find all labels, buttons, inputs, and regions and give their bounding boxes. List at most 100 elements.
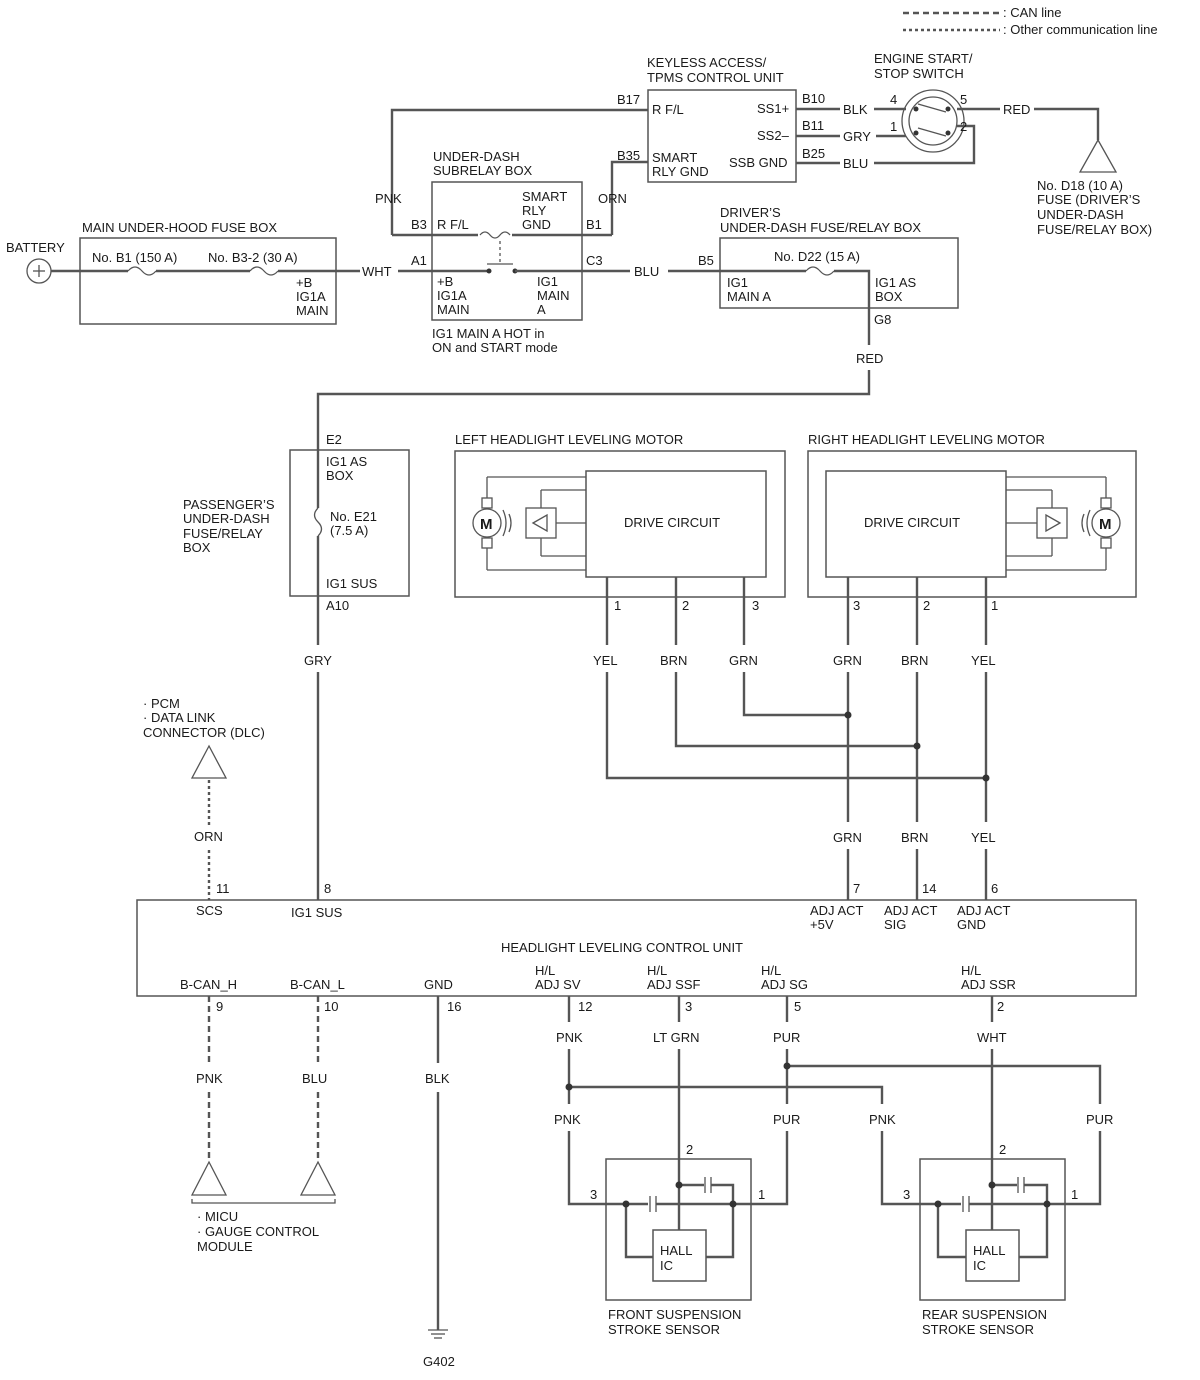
subrelay-in-b: +B [437, 274, 453, 289]
fuse-e21-label-1: No. E21 [330, 509, 377, 524]
left-motor-m: M [480, 516, 493, 533]
pin-a1: A1 [411, 253, 427, 268]
svg-text:BOX: BOX [183, 540, 211, 555]
cu-pin-5: 5 [794, 999, 801, 1014]
pin-b5: B5 [698, 253, 714, 268]
wire-pnk-label-top: PNK [375, 191, 402, 206]
front-sensor-pin-1: 1 [758, 1187, 765, 1202]
svg-text:PASSENGER’S: PASSENGER’S [183, 497, 275, 512]
micu-connector-icon-2 [299, 1160, 337, 1196]
switch-pin-4: 4 [890, 92, 897, 107]
micu-gauge-module-label: · MICU · GAUGE CONTROL MODULE [197, 1209, 319, 1254]
svg-text:UNDER-DASH: UNDER-DASH [183, 511, 270, 526]
subrelay-in-main: MAIN [437, 302, 470, 317]
pin-g8: G8 [874, 312, 891, 327]
svg-text:· PCM: · PCM [143, 696, 180, 711]
subrelay-smart-3: GND [522, 217, 551, 232]
cu-hl-ssr: H/L [961, 963, 981, 978]
legend-can-line: : CAN line [1003, 5, 1062, 20]
cu-pin-8: 8 [324, 881, 331, 896]
wire-brn-left: BRN [660, 653, 687, 668]
rear-hall-1: HALL [973, 1243, 1006, 1258]
keyless-ss2: SS2– [757, 128, 790, 143]
svg-text:· MICU: · MICU [197, 1209, 238, 1224]
keyless-rfl: R F/L [652, 102, 684, 117]
cu-adjssr: ADJ SSR [961, 977, 1016, 992]
start-switch-title-2: STOP SWITCH [874, 66, 964, 81]
front-hall-2: IC [660, 1258, 673, 1273]
right-motor-pin-3: 3 [853, 598, 860, 613]
wire-orn-label-top: ORN [598, 191, 627, 206]
svg-text:FUSE/RELAY BOX): FUSE/RELAY BOX) [1037, 222, 1152, 237]
passengers-under-dash-fuse-relay-box: PASSENGER’S UNDER-DASH FUSE/RELAY BOX E2… [183, 432, 410, 613]
left-motor-icon [472, 508, 502, 538]
front-sensor-pin-2: 2 [686, 1142, 693, 1157]
subrelay-title-2: SUBRELAY BOX [433, 163, 533, 178]
rear-hall-2: IC [973, 1258, 986, 1273]
wire-blu-can: BLU [302, 1071, 327, 1086]
wire-blu-label-top: BLU [843, 156, 868, 171]
cu-adj3-a: ADJ ACT [957, 903, 1011, 918]
ground-icon [428, 1329, 448, 1339]
cu-hl-sv: H/L [535, 963, 555, 978]
keyless-ssb: SSB GND [729, 155, 788, 170]
left-motor-title: LEFT HEADLIGHT LEVELING MOTOR [455, 432, 683, 447]
wire-pur-rear: PUR [1086, 1112, 1113, 1127]
wire-pur-sg: PUR [773, 1030, 800, 1045]
fuse-b1-label: No. B1 (150 A) [92, 250, 177, 265]
svg-text:UNDER-DASH: UNDER-DASH [1037, 207, 1124, 222]
wire-brn-right: BRN [901, 653, 928, 668]
wire-wht-label: WHT [362, 264, 392, 279]
fuse-b3-2-icon [249, 266, 279, 276]
switch-pin-5: 5 [960, 92, 967, 107]
under-dash-subrelay-box: UNDER-DASH SUBRELAY BOX R F/L SMART RLY … [411, 149, 603, 355]
relay-icon [392, 231, 630, 274]
headlight-leveling-control-unit: HEADLIGHT LEVELING CONTROL UNIT 11 8 7 1… [136, 881, 1137, 1014]
main-under-hood-fuse-box: MAIN UNDER-HOOD FUSE BOX No. B1 (150 A) … [79, 220, 337, 325]
cu-adj1-a: ADJ ACT [810, 903, 864, 918]
driver-box-box: BOX [875, 289, 903, 304]
pin-b17: B17 [617, 92, 640, 107]
subrelay-note-2: ON and START mode [432, 340, 558, 355]
fuse-d18-label: No. D18 (10 A) FUSE (DRIVER’S UNDER-DASH… [1037, 178, 1152, 237]
micu-connector-icon-1 [190, 1160, 228, 1196]
fuse-d22-icon [805, 266, 835, 276]
cu-pin-12: 12 [578, 999, 592, 1014]
keyless-smart-1: SMART [652, 150, 697, 165]
ground-g402: G402 [423, 1354, 455, 1369]
subrelay-in-ig1a: IG1A [437, 288, 467, 303]
right-motor-pin-2: 2 [923, 598, 930, 613]
svg-text:· GAUGE CONTROL: · GAUGE CONTROL [197, 1224, 319, 1239]
main-fuse-term-b: +B [296, 275, 312, 290]
control-unit-title: HEADLIGHT LEVELING CONTROL UNIT [501, 940, 743, 955]
switch-pin-1: 1 [890, 119, 897, 134]
cu-adj2-a: ADJ ACT [884, 903, 938, 918]
keyless-title-1: KEYLESS ACCESS/ [647, 55, 767, 70]
wire-blk-label: BLK [843, 102, 868, 117]
left-drive-circuit: DRIVE CIRCUIT [624, 515, 720, 530]
cu-adj2-b: SIG [884, 917, 906, 932]
cu-ig1sus: IG1 SUS [291, 905, 343, 920]
fuse-d22-label: No. D22 (15 A) [774, 249, 860, 264]
pin-b3: B3 [411, 217, 427, 232]
fuse-e21-icon [313, 507, 323, 537]
wire-orn-label-pcm: ORN [194, 829, 223, 844]
wire-blu-label: BLU [634, 264, 659, 279]
switch-pin-2: 2 [960, 119, 967, 134]
wire-grn-right: GRN [833, 653, 862, 668]
wire-red-label-top: RED [1003, 102, 1030, 117]
driver-box-title-1: DRIVER’S [720, 205, 781, 220]
legend-other-line: : Other communication line [1003, 22, 1158, 37]
cu-pin-14: 14 [922, 881, 936, 896]
left-headlight-leveling-motor: LEFT HEADLIGHT LEVELING MOTOR DRIVE CIRC… [454, 432, 786, 613]
wire-yel-left: YEL [593, 653, 618, 668]
driver-box-ig1: IG1 [727, 275, 748, 290]
driver-box-title-2: UNDER-DASH FUSE/RELAY BOX [720, 220, 921, 235]
wire-red-label-mid: RED [856, 351, 883, 366]
wire-brn-lower: BRN [901, 830, 928, 845]
cu-bcanl: B-CAN_L [290, 977, 345, 992]
cu-pin-3: 3 [685, 999, 692, 1014]
subrelay-rfl: R F/L [437, 217, 469, 232]
front-sensor-pin-3: 3 [590, 1187, 597, 1202]
